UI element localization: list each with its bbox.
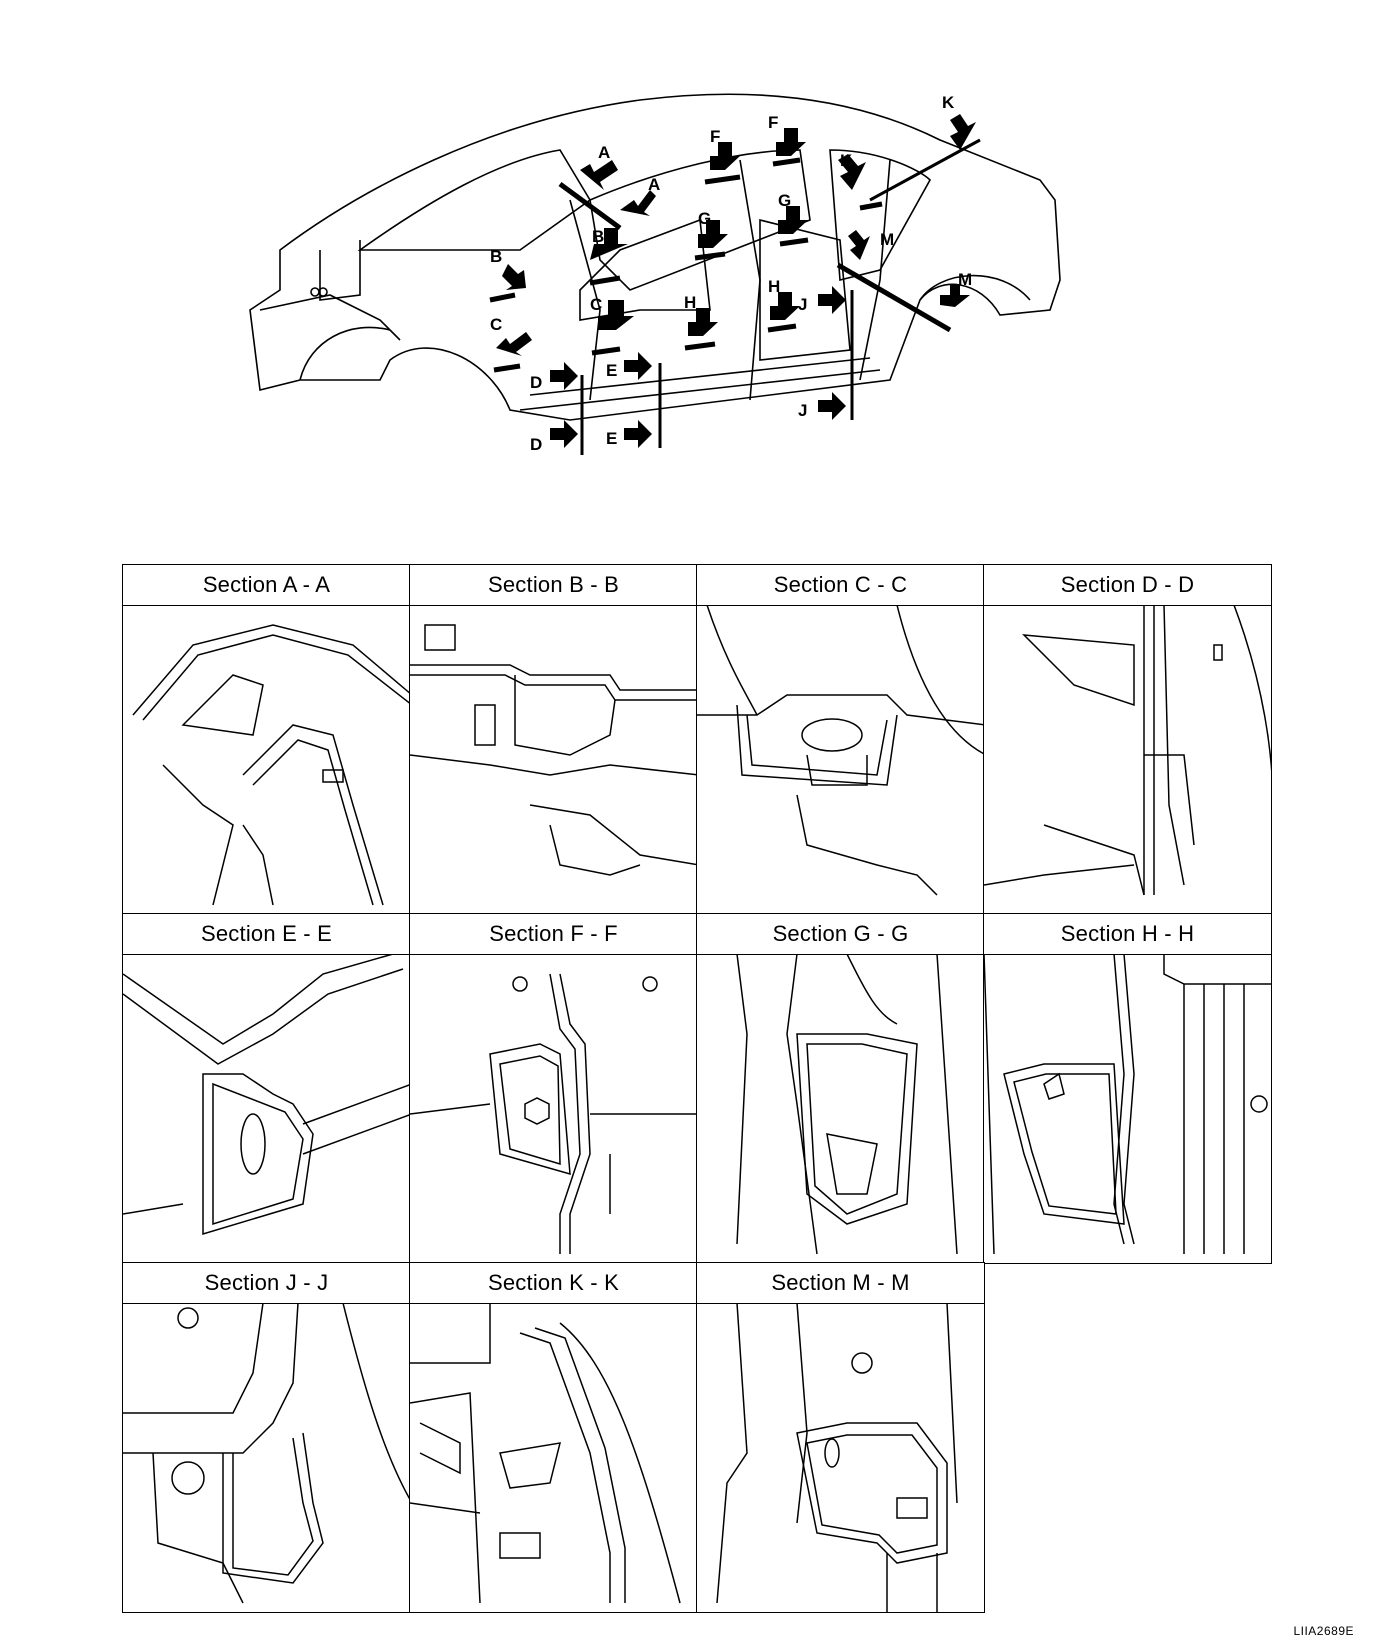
cut-label-f-right: F	[768, 113, 778, 132]
section-panel-m: Section M - M	[696, 1262, 985, 1613]
cut-label-b-front: B	[490, 247, 502, 266]
section-drawing-d	[984, 605, 1271, 896]
cut-label-g-right: G	[778, 191, 791, 210]
section-drawing-f	[410, 973, 697, 1254]
section-panel-e: Section E - E	[122, 913, 411, 1264]
cut-label-k-right: K	[942, 93, 955, 112]
cut-label-b-rear: B	[592, 227, 604, 246]
section-drawing-g	[736, 954, 958, 1255]
cut-label-c-front: C	[490, 315, 502, 334]
section-drawing-a	[132, 624, 410, 906]
car-body-overview: A A B B C C D D E E F F G G H H J J K K …	[249, 93, 1061, 455]
section-panel-a: Section A - A	[122, 564, 411, 915]
section-title-f: Section F - F	[410, 914, 697, 955]
cut-label-c-rear: C	[590, 295, 602, 314]
cut-label-j-lower: J	[798, 401, 807, 420]
section-panel-h: Section H - H	[983, 913, 1272, 1264]
section-title-k: Section K - K	[410, 1263, 697, 1304]
section-title-e: Section E - E	[123, 914, 410, 955]
cut-label-a-upper: A	[598, 143, 610, 162]
cut-label-d-lower: D	[530, 435, 542, 454]
cut-label-a-lower: A	[648, 175, 660, 194]
cut-label-g-left: G	[698, 209, 711, 228]
cut-label-k-left: K	[840, 151, 853, 170]
section-drawing-b	[410, 624, 697, 876]
cut-label-m-right: M	[958, 270, 972, 289]
section-grid: Section A - A Section B - B	[122, 564, 1272, 1652]
section-title-j: Section J - J	[123, 1263, 410, 1304]
section-drawing-m	[716, 1303, 958, 1612]
section-drawing-e	[123, 954, 410, 1236]
section-drawing-h	[984, 954, 1271, 1255]
section-panel-d: Section D - D	[983, 564, 1272, 915]
section-drawing-j	[123, 1303, 410, 1604]
section-title-h: Section H - H	[984, 914, 1271, 955]
section-drawing-c	[697, 605, 984, 896]
cut-label-h-right: H	[768, 277, 780, 296]
section-panel-k: Section K - K	[409, 1262, 698, 1613]
section-title-g: Section G - G	[697, 914, 984, 955]
cut-label-f-left: F	[710, 127, 720, 146]
cut-label-h-left: H	[684, 293, 696, 312]
section-panel-c: Section C - C	[696, 564, 985, 915]
cut-label-e-upper: E	[606, 361, 617, 380]
section-title-d: Section D - D	[984, 565, 1271, 606]
cut-label-e-lower: E	[606, 429, 617, 448]
section-title-c: Section C - C	[697, 565, 984, 606]
figure-code: LIIA2689E	[1293, 1624, 1354, 1638]
cut-label-m-left: M	[880, 230, 894, 249]
cut-label-d-upper: D	[530, 373, 542, 392]
section-title-a: Section A - A	[123, 565, 410, 606]
section-panel-f: Section F - F	[409, 913, 698, 1264]
section-panel-j: Section J - J	[122, 1262, 411, 1613]
section-panel-b: Section B - B	[409, 564, 698, 915]
section-title-b: Section B - B	[410, 565, 697, 606]
section-panel-g: Section G - G	[696, 913, 985, 1264]
cut-label-j-upper: J	[798, 295, 807, 314]
section-title-m: Section M - M	[697, 1263, 984, 1304]
section-drawing-k	[410, 1303, 681, 1604]
